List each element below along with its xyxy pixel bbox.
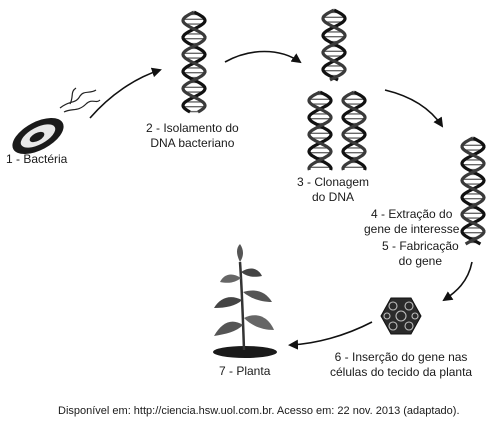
arrows xyxy=(89,50,473,350)
step-7-label: 7 - Planta xyxy=(219,364,271,378)
step-4-label: 4 - Extração do gene de interesse xyxy=(364,207,460,236)
dna-helix-clone-left-icon xyxy=(307,90,333,171)
dna-helix-clone-right-icon xyxy=(341,90,367,171)
plant-cells-icon xyxy=(380,297,422,335)
plant-icon xyxy=(213,244,277,358)
dna-helix-clone-top-icon xyxy=(321,8,347,82)
source-citation: Disponível em: http://ciencia.hsw.uol.co… xyxy=(58,405,460,417)
dna-helix-isolated-icon xyxy=(181,10,207,114)
bacterium-icon xyxy=(12,87,101,155)
arrow-6-to-7 xyxy=(288,321,373,350)
step-2-label: 2 - Isolamento do DNA bacteriano xyxy=(146,121,239,150)
arrow-5-to-6 xyxy=(442,261,473,302)
arrow-3-to-4 xyxy=(384,89,444,128)
step-6-label: 6 - Inserção do gene nas células do teci… xyxy=(330,350,473,379)
dna-gene-icon xyxy=(460,136,486,246)
arrow-2-to-3 xyxy=(224,50,302,64)
step-5-label: 5 - Fabricação do gene xyxy=(382,239,459,268)
step-1-label: 1 - Bactéria xyxy=(6,152,68,166)
arrow-1-to-2 xyxy=(89,67,162,119)
step-3-label: 3 - Clonagem do DNA xyxy=(297,175,370,204)
